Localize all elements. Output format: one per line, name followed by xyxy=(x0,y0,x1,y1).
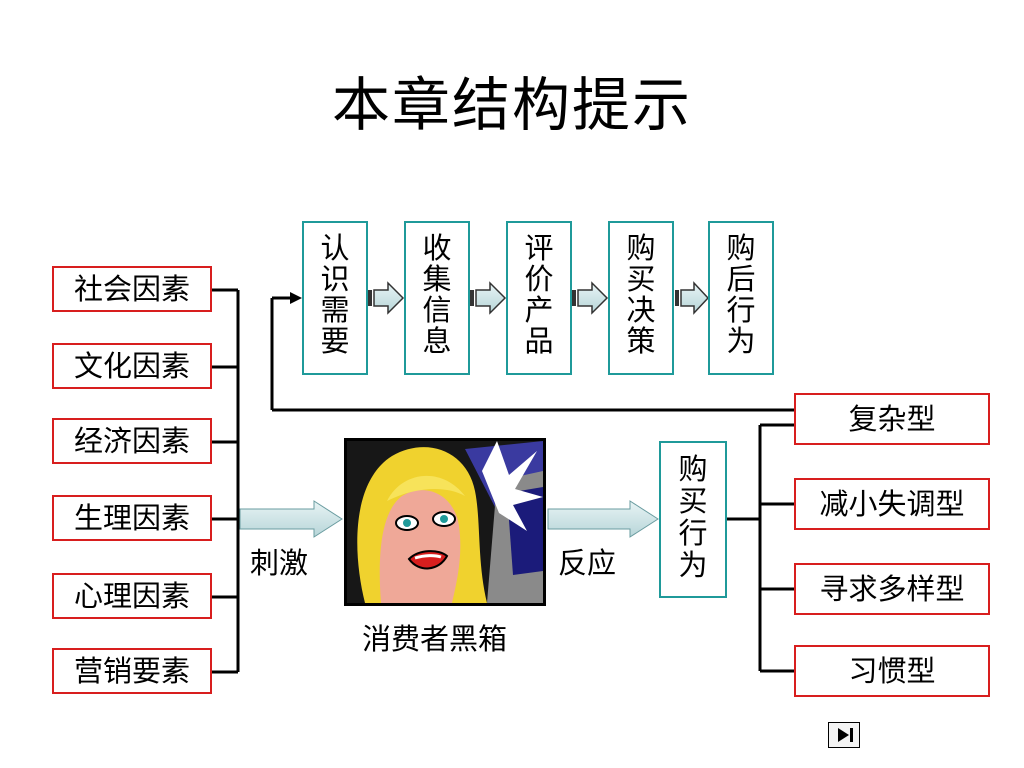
next-slide-icon xyxy=(838,728,853,742)
type-habitual: 习惯型 xyxy=(794,645,990,697)
consumer-black-box-image xyxy=(344,438,546,606)
buying-behavior-box: 购买行为 xyxy=(659,441,727,598)
step-collect-info: 收集信息 xyxy=(404,221,470,375)
factor-economic: 经济因素 xyxy=(52,418,212,464)
type-complex: 复杂型 xyxy=(794,393,990,445)
black-box-caption: 消费者黑箱 xyxy=(362,622,508,656)
process-arrow xyxy=(470,281,507,315)
next-slide-button[interactable] xyxy=(828,722,860,748)
feedback-line xyxy=(270,296,794,412)
factor-marketing: 营销要素 xyxy=(52,648,212,694)
step-recognize-need: 认识需要 xyxy=(302,221,368,375)
response-label: 反应 xyxy=(558,546,617,580)
stimulus-label: 刺激 xyxy=(250,546,309,580)
factor-physiological: 生理因素 xyxy=(52,495,212,541)
step-purchase-decision: 购买决策 xyxy=(608,221,674,375)
stimulus-arrow xyxy=(239,500,343,538)
process-arrows xyxy=(368,281,710,315)
process-arrow xyxy=(368,281,405,315)
factors-bracket xyxy=(212,288,240,674)
step-post-purchase: 购后行为 xyxy=(708,221,774,375)
types-bracket xyxy=(727,423,794,673)
factor-social: 社会因素 xyxy=(52,266,212,312)
factor-cultural: 文化因素 xyxy=(52,343,212,389)
feedback-arrowhead xyxy=(290,292,302,304)
factor-psychological: 心理因素 xyxy=(52,573,212,619)
type-dissonance-reducing: 减小失调型 xyxy=(794,478,990,530)
step-evaluate-products: 评价产品 xyxy=(506,221,572,375)
process-arrow xyxy=(675,281,710,315)
response-arrow xyxy=(547,500,659,538)
process-arrow xyxy=(572,281,609,315)
page-title: 本章结构提示 xyxy=(331,71,692,139)
type-variety-seeking: 寻求多样型 xyxy=(794,563,990,615)
